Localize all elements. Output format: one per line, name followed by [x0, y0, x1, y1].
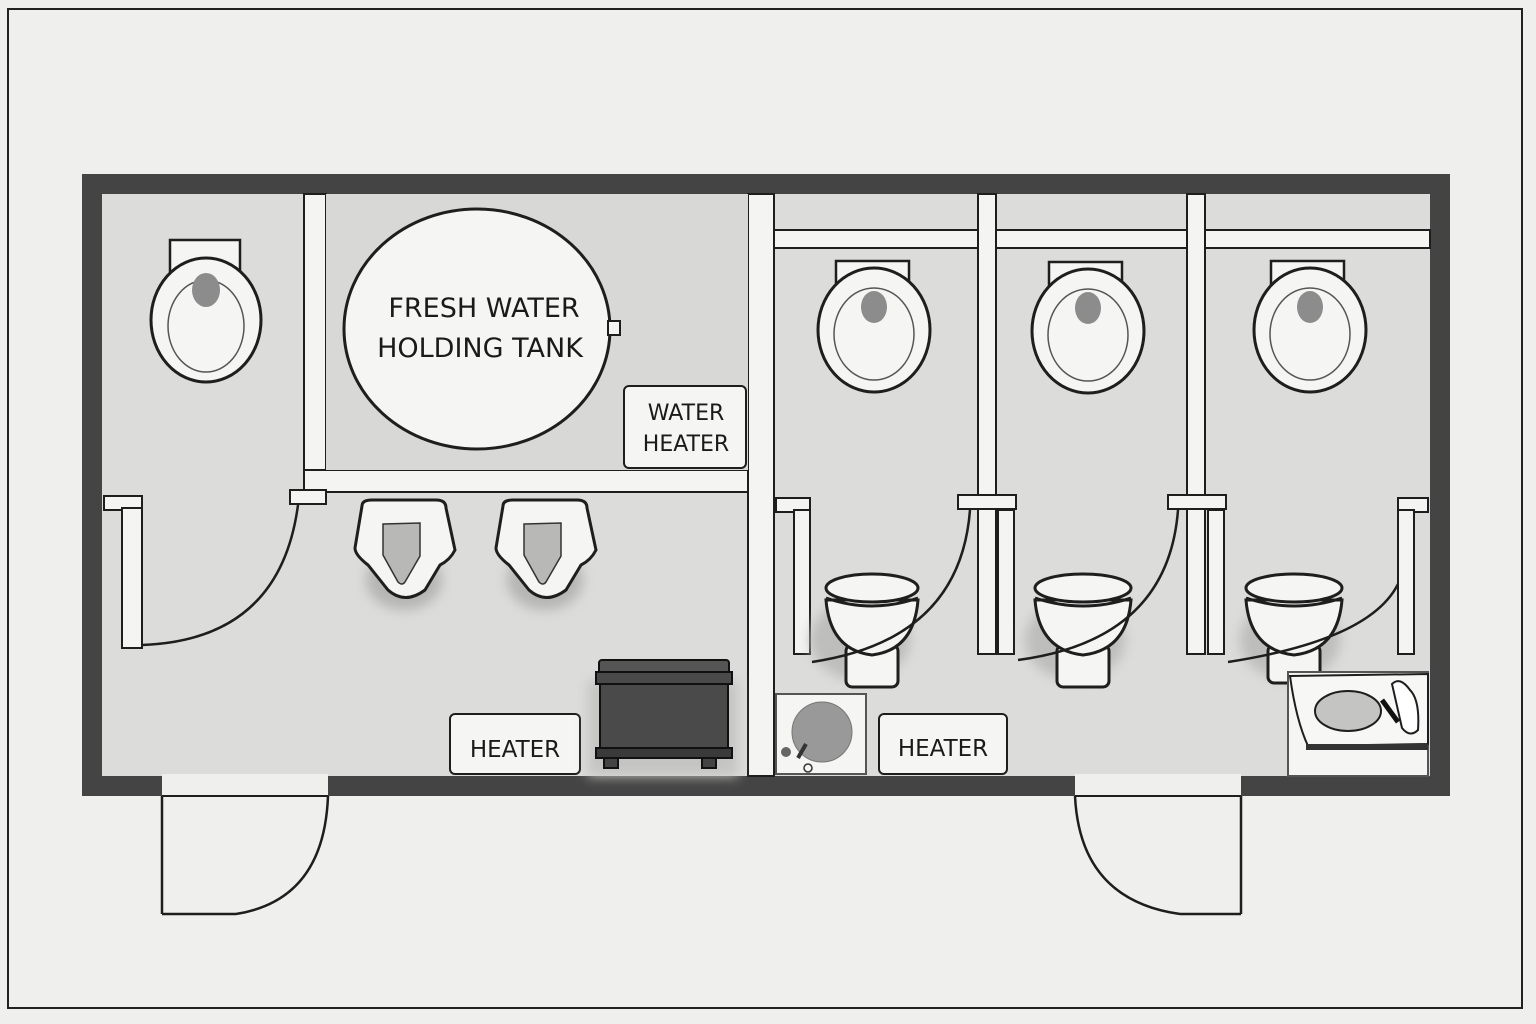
right-stall-1-door[interactable]	[793, 509, 811, 655]
left-stall-door-jamb	[289, 489, 327, 505]
toilet-stall-1-front	[810, 572, 920, 689]
right-entry-door[interactable]	[1073, 795, 1243, 916]
left-entry-door[interactable]	[160, 795, 330, 916]
toilet-stall-2-top	[1030, 260, 1146, 395]
stall-1-jamb	[957, 494, 1017, 510]
tank-label-line-1: FRESH WATER	[388, 293, 579, 324]
toilet-stall-2-front	[1025, 572, 1133, 689]
heater-right-label: HEATER	[898, 736, 988, 762]
heater-right: HEATER	[878, 713, 1008, 775]
right-entry-opening	[1075, 774, 1241, 798]
left-entry-opening	[162, 774, 328, 798]
water-heater-label-line-1: WATER	[648, 401, 725, 426]
heater-unit-box	[588, 659, 738, 776]
urinal-1	[353, 498, 457, 610]
stall-1-door-swing	[811, 509, 972, 664]
urinal-2	[494, 498, 598, 610]
stall-2-door-swing	[1017, 509, 1180, 662]
toilet-stall-1-top	[816, 259, 932, 394]
fresh-water-holding-tank: FRESH WATER HOLDING TANK	[342, 207, 621, 451]
left-stall-door-leaf[interactable]	[121, 507, 143, 649]
utility-room-wall	[303, 469, 753, 493]
center-partition	[747, 193, 775, 777]
right-header-band	[773, 229, 1431, 249]
stall-2-jamb	[1167, 494, 1227, 510]
water-heater: WATER HEATER	[623, 385, 747, 469]
sink[interactable]	[1287, 671, 1429, 777]
right-stall-2-door[interactable]	[997, 509, 1015, 655]
toilet-left-stall	[149, 238, 263, 384]
tank-label-line-2: HOLDING TANK	[377, 333, 584, 364]
left-stall-door-swing	[141, 504, 300, 647]
right-stall-4-door[interactable]	[1397, 509, 1415, 655]
toilet-stall-3-top	[1252, 259, 1368, 394]
page-frame	[7, 8, 1523, 1009]
stall-3-door-swing	[1227, 583, 1400, 664]
heater-left: HEATER	[449, 713, 581, 775]
water-heater-label-line-2: HEATER	[643, 432, 729, 457]
faucet-icon	[1390, 680, 1420, 735]
toilet-stall-3-front	[1240, 572, 1344, 685]
left-stall-partition	[303, 193, 327, 495]
stall-partition-1	[977, 193, 997, 655]
stall-partition-2	[1186, 193, 1206, 655]
floor-drain	[775, 693, 867, 775]
right-stall-3-door[interactable]	[1207, 509, 1225, 655]
heater-left-label: HEATER	[470, 737, 560, 763]
